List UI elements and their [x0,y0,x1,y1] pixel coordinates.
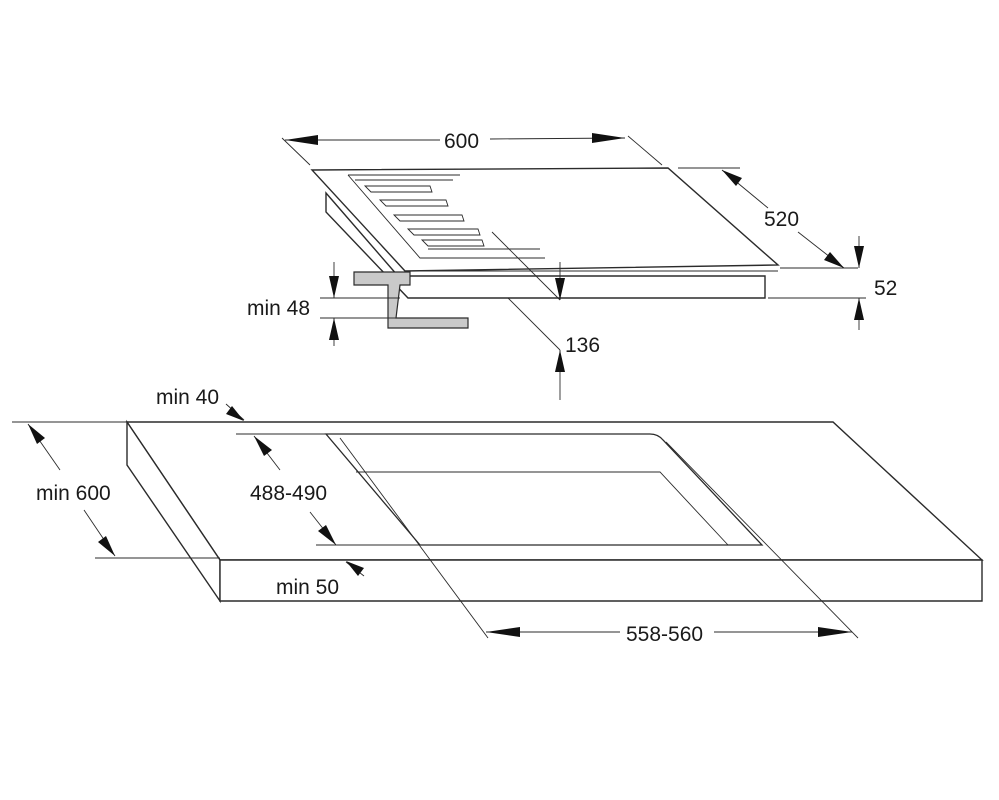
dimension-min-40: min 40 [156,386,326,435]
dimension-min-600: min 600 [12,421,220,559]
label-min-600: min 600 [36,482,111,505]
dimension-520: 520 [678,167,858,269]
cutout-inner-edge [356,471,729,546]
dimension-600: 600 [281,130,663,166]
dimension-136: 136 [491,231,600,400]
label-136: 136 [565,334,600,357]
label-558-560: 558-560 [626,623,703,646]
label-488-490: 488-490 [250,482,327,505]
dimension-558-560: 558-560 [339,437,859,646]
label-520: 520 [764,208,799,231]
dimension-min-50: min 50 [276,561,365,599]
dimension-52: 52 [768,236,897,330]
worktop [125,419,984,604]
label-52: 52 [874,277,897,300]
hob [310,167,780,299]
hob-control-ribs [347,174,545,259]
label-min-50: min 50 [276,576,339,599]
label-min-40: min 40 [156,386,219,409]
worktop-cutout [324,433,764,546]
mounting-bracket [353,271,469,329]
label-min-48: min 48 [247,297,310,320]
dimension-min-48: min 48 [247,262,400,346]
label-600: 600 [444,130,479,153]
hob-top-plate [310,167,780,272]
dimension-488-490: 488-490 [250,435,420,546]
